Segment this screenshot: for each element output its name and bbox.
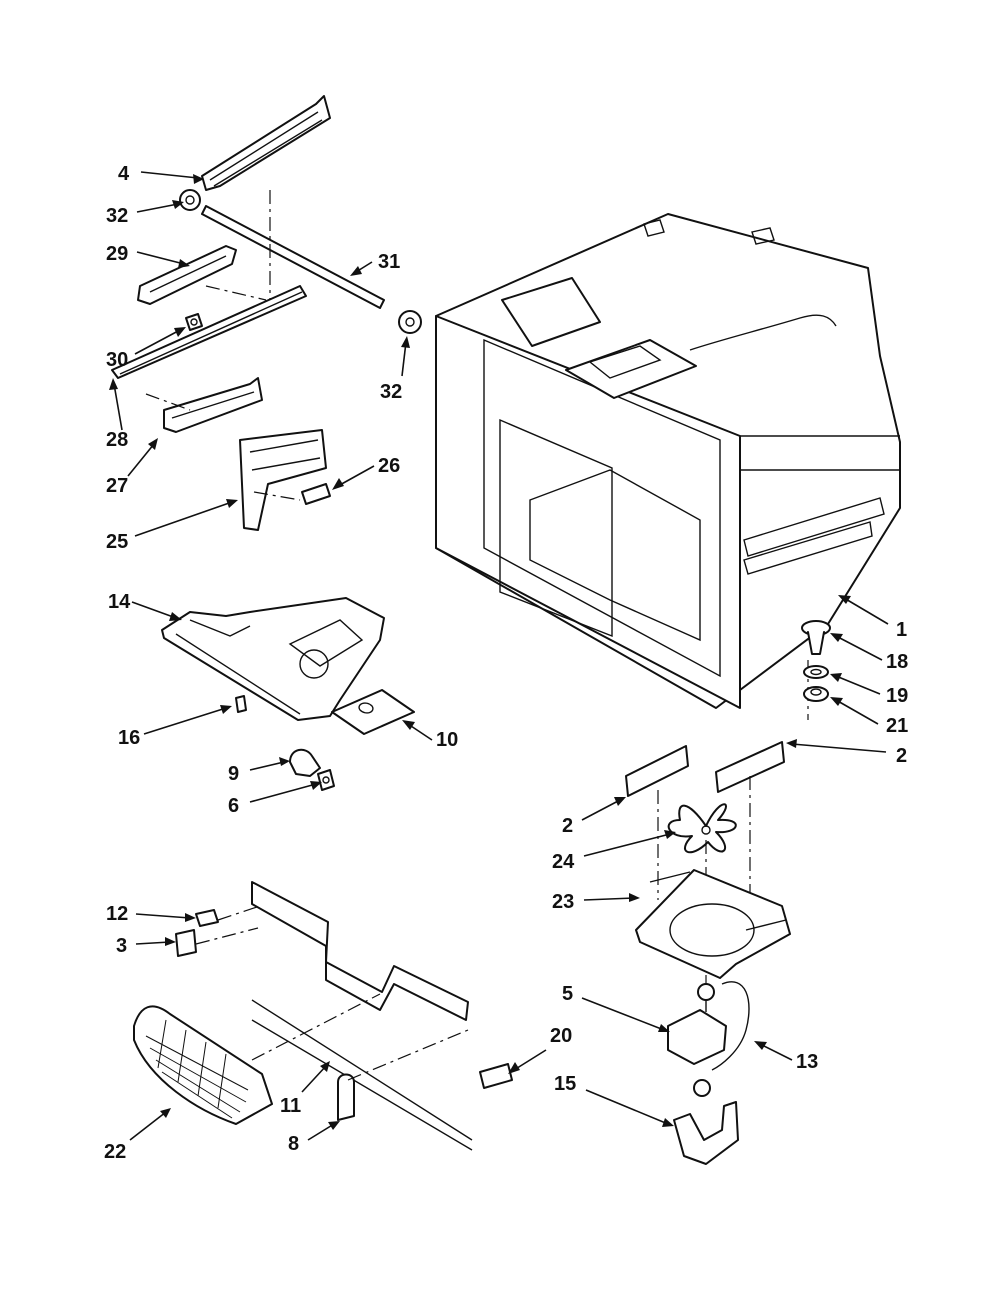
part-5-fan-motor	[667, 983, 727, 1065]
callout-19: 19	[886, 685, 908, 707]
part-2-seal-strip-left	[625, 745, 689, 797]
callout-4: 4	[118, 163, 130, 185]
callout-8: 8	[288, 1133, 299, 1155]
part-25-side-panel	[239, 429, 327, 531]
callout-25: 25	[106, 531, 128, 553]
alignment-line	[145, 393, 191, 411]
part-26-clip	[301, 483, 331, 505]
callout-9: 9	[228, 763, 239, 785]
part-24-fan-blade	[667, 803, 737, 854]
callout-22: 22	[104, 1141, 126, 1163]
part-3-bracket	[175, 929, 197, 957]
callout-14: 14	[108, 591, 131, 613]
callout-6: 6	[228, 795, 239, 817]
callout-1: 1	[896, 619, 907, 641]
callout-10: 10	[436, 729, 458, 751]
alignment-line	[251, 993, 469, 1081]
part-31-rod	[201, 205, 385, 309]
callout-24: 24	[552, 851, 575, 873]
part-23-fan-shroud	[635, 869, 791, 979]
callout-16: 16	[118, 727, 140, 749]
callout-28: 28	[106, 429, 128, 451]
callout-27: 27	[106, 475, 128, 497]
part-20-foam-block	[479, 1063, 513, 1089]
callout-15: 15	[554, 1073, 576, 1095]
alignment-line	[205, 285, 267, 301]
alignment-line	[195, 905, 261, 945]
callout-26: 26	[378, 455, 400, 477]
part-1-freezer-cabinet	[435, 213, 901, 709]
part-21-cap	[803, 686, 829, 702]
callout-leaders	[109, 171, 889, 1141]
part-4-upper-rail	[201, 95, 331, 191]
callout-31: 31	[378, 251, 400, 273]
alignment-line	[253, 491, 301, 501]
callout-13: 13	[796, 1051, 818, 1073]
callout-21: 21	[886, 715, 908, 737]
part-6-socket	[317, 769, 335, 791]
part-16-clip	[235, 695, 247, 713]
callout-11: 11	[280, 1095, 301, 1117]
part-13-wire-harness	[711, 981, 750, 1071]
part-14-light-housing	[161, 597, 385, 721]
part-30-screw	[185, 313, 203, 331]
part-9-bulb	[289, 748, 321, 777]
callout-3: 3	[116, 935, 127, 957]
part-2-seal-strip-right	[715, 741, 785, 793]
callout-30: 30	[106, 349, 128, 371]
callout-18: 18	[886, 651, 908, 673]
callout-2: 2	[562, 815, 573, 837]
part-10-foam-pad	[331, 689, 415, 735]
part-27-rail-carrier	[163, 377, 263, 433]
part-22-front-grille	[133, 1005, 273, 1125]
callout-labels: 4 32 29 31 30 32 28 27 26 25 14 1 18 19 …	[104, 163, 908, 1163]
part-8-thermistor	[337, 1073, 355, 1121]
callout-23: 23	[552, 891, 574, 913]
callout-2: 2	[896, 745, 907, 767]
part-32-gear-lower	[398, 310, 422, 334]
callout-20: 20	[550, 1025, 572, 1047]
callout-12: 12	[106, 903, 128, 925]
callout-32: 32	[106, 205, 128, 227]
part-32-gear-upper	[179, 189, 201, 211]
callout-5: 5	[562, 983, 573, 1005]
part-12-screw	[195, 909, 219, 927]
part-29-rail-bracket	[137, 245, 237, 305]
callout-29: 29	[106, 243, 128, 265]
part-15-motor-bracket	[673, 1079, 739, 1165]
part-19-washer	[803, 665, 829, 679]
part-28-long-rail	[111, 285, 307, 379]
callout-32: 32	[380, 381, 402, 403]
part-18-drain-fitting	[801, 620, 831, 655]
